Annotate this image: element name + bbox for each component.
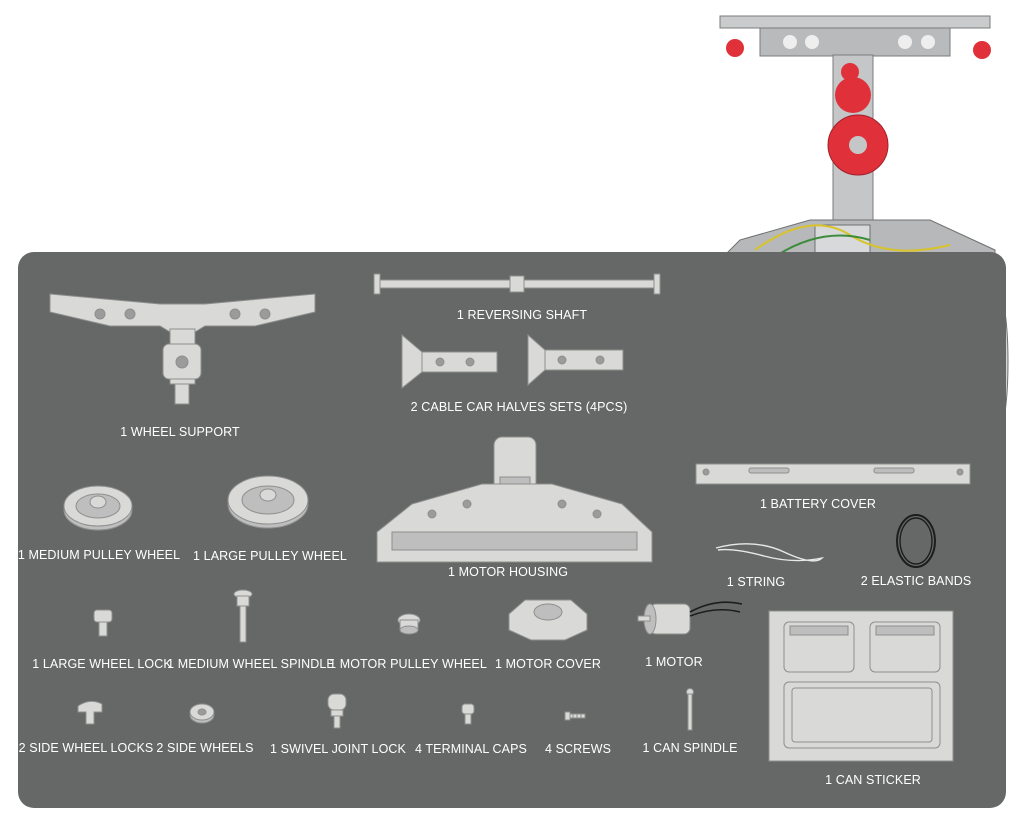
elastic-bands-part xyxy=(896,514,936,568)
label-motor-cover: 1 MOTOR COVER xyxy=(495,657,601,671)
screws-part xyxy=(564,711,586,721)
string-part xyxy=(715,543,825,562)
side-wheels-part xyxy=(189,703,215,724)
label-medium-wheel-spindle: 1 MEDIUM WHEEL SPINDLE xyxy=(167,657,335,671)
label-can-spindle: 1 CAN SPINDLE xyxy=(642,741,738,755)
cable-car-halves-part xyxy=(401,333,624,390)
label-terminal-caps: 4 TERMINAL CAPS xyxy=(415,742,527,756)
label-elastic-bands: 2 ELASTIC BANDS xyxy=(860,574,972,588)
motor-cover-part xyxy=(508,599,588,641)
label-battery-cover: 1 BATTERY COVER xyxy=(759,497,877,511)
motor-housing-part xyxy=(376,436,653,563)
reversing-shaft-part xyxy=(373,273,661,295)
medium-wheel-spindle-part xyxy=(233,589,253,643)
can-spindle-part xyxy=(686,688,694,731)
wheel-support-part xyxy=(49,293,316,405)
swivel-joint-lock-part xyxy=(327,693,347,729)
label-large-pulley-wheel: 1 LARGE PULLEY WHEEL xyxy=(193,549,347,563)
label-wheel-support: 1 WHEEL SUPPORT xyxy=(120,425,240,439)
terminal-caps-part xyxy=(461,703,475,725)
label-motor: 1 MOTOR xyxy=(645,655,703,669)
label-motor-pulley-wheel: 1 MOTOR PULLEY WHEEL xyxy=(329,657,487,671)
label-cable-car-halves: 2 CABLE CAR HALVES SETS (4PCS) xyxy=(410,400,628,414)
large-pulley-wheel-part xyxy=(227,475,309,529)
can-sticker-part xyxy=(768,610,954,762)
label-screws: 4 SCREWS xyxy=(544,742,612,756)
side-wheel-locks-part xyxy=(77,700,103,725)
medium-pulley-wheel-part xyxy=(63,485,133,531)
label-swivel-joint-lock: 1 SWIVEL JOINT LOCK xyxy=(270,742,406,756)
battery-cover-part xyxy=(695,463,971,485)
label-motor-housing: 1 MOTOR HOUSING xyxy=(447,565,569,579)
motor-part xyxy=(637,601,743,635)
label-side-wheels: 2 SIDE WHEELS xyxy=(156,741,254,755)
large-wheel-lock-part xyxy=(93,609,113,637)
label-side-wheel-locks: 2 SIDE WHEEL LOCKS xyxy=(18,741,154,755)
label-medium-pulley-wheel: 1 MEDIUM PULLEY WHEEL xyxy=(17,548,181,562)
label-large-wheel-lock: 1 LARGE WHEEL LOCK xyxy=(32,657,172,671)
label-can-sticker: 1 CAN STICKER xyxy=(825,773,921,787)
label-string: 1 STRING xyxy=(726,575,786,589)
label-reversing-shaft: 1 REVERSING SHAFT xyxy=(456,308,588,322)
motor-pulley-wheel-part xyxy=(397,613,421,635)
